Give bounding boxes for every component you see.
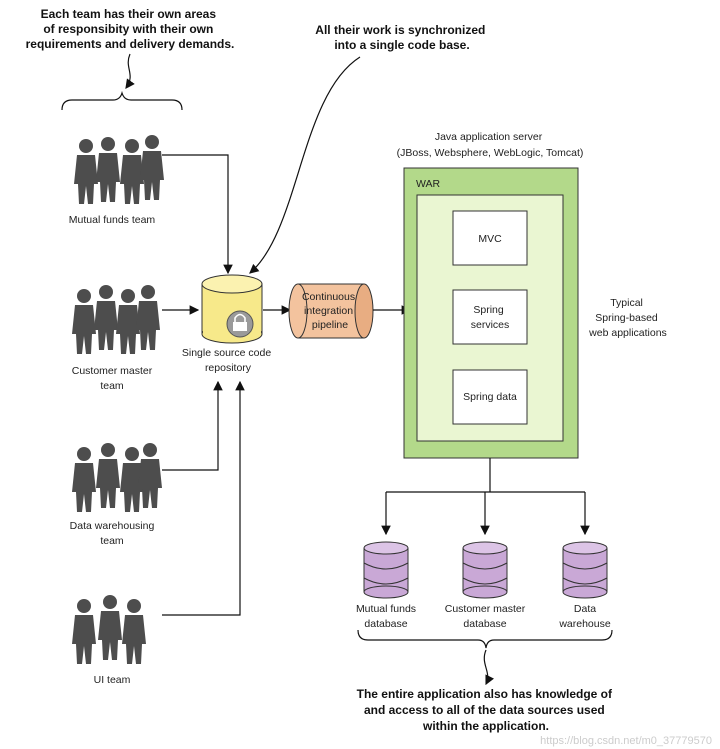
- ui-team-connector: [162, 380, 245, 616]
- mutual-funds-team-people: [74, 135, 164, 204]
- data-warehousing-team-people: [72, 443, 162, 512]
- spring-data-label: Spring data: [463, 391, 517, 403]
- customer-master-team-people: [72, 285, 160, 354]
- customer-master-database-icon: [462, 541, 508, 599]
- ci-pipeline: [288, 283, 374, 339]
- team-label: Mutual funds team: [69, 214, 156, 226]
- server-title: Java application server (JBoss, Webspher…: [397, 131, 584, 159]
- server-to-db-trunk: [386, 458, 585, 493]
- spring-side-note: Typical Spring-based web applications: [588, 297, 667, 339]
- sync-callout: All their work is synchronized into a si…: [315, 23, 488, 52]
- data-warehouse-database-icon: [562, 541, 608, 599]
- repository-label: Single source code repository: [182, 347, 274, 374]
- data-warehousing-connector: [162, 380, 223, 471]
- sync-arrow: [249, 56, 361, 274]
- data-note-arrow: [483, 649, 495, 686]
- teams-callout-arrow: [125, 53, 135, 89]
- ui-team-people: [72, 595, 146, 664]
- spring-services-module: [452, 289, 528, 345]
- team-label: UI team: [94, 674, 131, 686]
- watermark-text: https://blog.csdn.net/m0_37779570: [540, 735, 712, 747]
- databases-brace: [357, 629, 613, 649]
- mvc-module: [452, 210, 528, 266]
- teams-brace: [61, 90, 183, 111]
- spring-services-label: Spring services: [471, 304, 510, 331]
- data-sources-callout: The entire application also has knowledg…: [357, 687, 616, 733]
- mvc-label: MVC: [478, 233, 502, 245]
- pipeline-label: Continuous integration pipeline: [302, 291, 358, 331]
- lock-icon: [226, 310, 254, 338]
- mutual-funds-database-icon: [363, 541, 409, 599]
- spring-data-module: [452, 369, 528, 425]
- mutual-funds-connector: [162, 154, 233, 275]
- war-label: WAR: [416, 178, 441, 190]
- teams-callout: Each team has their own areas of respons…: [26, 7, 235, 51]
